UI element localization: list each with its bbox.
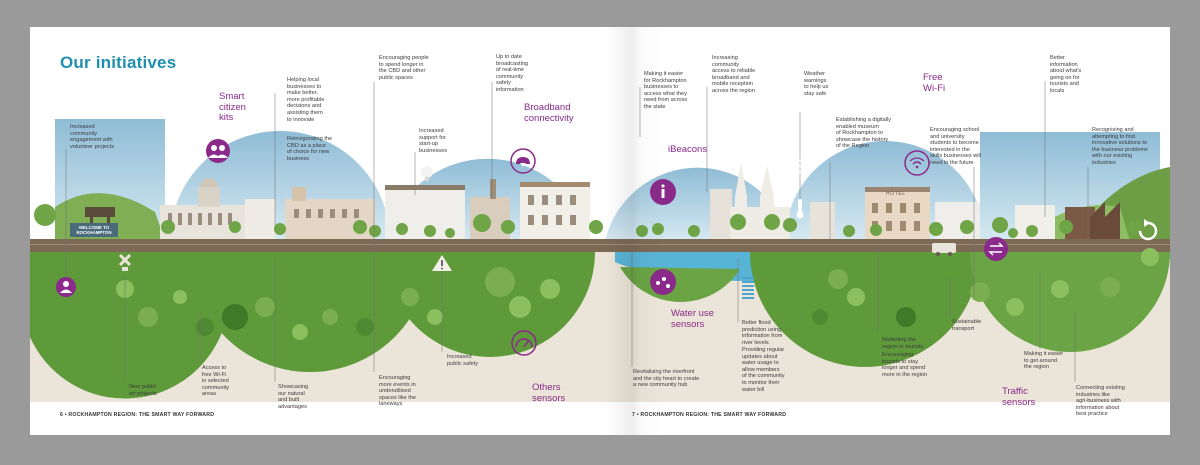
annotation-more-events: Encouraging more events in underutilised… — [379, 375, 417, 408]
bus — [932, 243, 956, 256]
road — [30, 239, 1170, 252]
annotation-sustainable-transport: Sustainable transport — [952, 319, 982, 332]
highlight-smart-citizen-kits: Smart citizen kits — [219, 91, 246, 123]
annotation-free-wifi-access: Access to free Wi-Fi in selected communi… — [202, 365, 230, 398]
annotation-reinvigorating-cbd: Reinvigorating the CBD as a place of cho… — [287, 136, 333, 162]
footer-right: 7 • ROCKHAMPTON REGION: THE SMART WAY FO… — [632, 412, 787, 418]
annotation-get-around: Making it easier to get around the regio… — [1024, 351, 1064, 371]
info-icon — [650, 179, 676, 205]
footer-left: 6 • ROCKHAMPTON REGION: THE SMART WAY FO… — [60, 412, 215, 418]
welcome-sign: WELCOME TO ROCKHAMPTON — [72, 225, 116, 235]
annotation-innovative-solutions: Recognising and attempting to find innov… — [1092, 127, 1148, 166]
annotation-flood-prediction: Better flood prediction using informatio… — [742, 320, 783, 346]
grass-trees — [116, 248, 1159, 340]
annotation-helping-local: Helping local businesses to make better,… — [287, 77, 325, 123]
refresh-icon — [1138, 219, 1158, 241]
lightbulb-icon — [421, 166, 433, 181]
cow-and-sign — [70, 207, 118, 237]
annotation-community-engagement: Increased community engagement with volu… — [70, 124, 115, 150]
annotation-weather-warnings: Weather warnings to help us stay safe — [804, 71, 829, 97]
annotation-encouraging-people: Encouraging people to spend longer in th… — [379, 55, 429, 81]
annotation-digital-museum: Establishing a digitally enabled museum … — [836, 117, 892, 150]
thermometer-icon — [796, 199, 804, 219]
traffic-arrows-icon — [984, 237, 1008, 261]
highlight-others-sensors: Others sensors — [532, 382, 566, 404]
page-title: Our initiatives — [60, 53, 177, 72]
annotation-easier-access: Making it easier for Rockhampton busines… — [644, 71, 688, 110]
people-icon — [206, 139, 230, 163]
water-waves-icon — [788, 156, 806, 174]
leader-lines — [65, 81, 1089, 382]
annotation-marketing-tourists: Marketing the region to tourists — [882, 337, 924, 350]
flood-gauge — [742, 277, 754, 299]
welcome-sign-line2: ROCKHAMPTON — [76, 230, 112, 235]
user-icon — [56, 277, 76, 297]
wifi-icon — [904, 150, 930, 176]
cloud-download-icon — [510, 148, 536, 174]
welcome-sign-line1: WELCOME TO — [78, 225, 110, 230]
landscape-illustration — [30, 81, 1170, 402]
brochure-spread: Our initiatives WELCOME TO ROCKHAMPTON H… — [30, 27, 1170, 435]
water-drops-icon — [650, 269, 676, 295]
annotation-riverfront: Revitalising the riverfront and the city… — [633, 369, 700, 389]
highlight-traffic-sensors: Traffic sensors — [1002, 386, 1036, 408]
highlight-free-wifi: Free Wi-Fi — [923, 72, 946, 94]
highlight-water-use-sensors: Water use sensors — [671, 308, 714, 330]
highlight-ibeacons: iBeacons — [668, 144, 708, 155]
tools-icon — [118, 253, 132, 271]
hotel-sign: HOTEL — [886, 191, 906, 197]
annotation-better-information: Better information about what's going on… — [1050, 55, 1082, 94]
bluetooth-icon — [621, 186, 630, 204]
annotation-public-art: New public art projects — [129, 384, 157, 397]
building-windows — [168, 195, 576, 225]
highlight-broadband: Broadband connectivity — [524, 102, 574, 124]
page-gutter-shadow — [605, 27, 665, 435]
annotation-water-usage: Providing regular updates about water us… — [742, 347, 785, 393]
gauge-icon — [511, 330, 537, 356]
annotation-school-students: Encouraging school and university studen… — [930, 127, 981, 166]
annotation-natural-built: Showcasing our natural and built advanta… — [278, 384, 309, 410]
annotation-encouraging-tourists: Encouraging tourists to stay longer and … — [882, 352, 928, 378]
warning-icon — [432, 255, 452, 271]
annotation-startup-support: Increased support for start-up businesse… — [419, 128, 447, 154]
annotation-safety-info: Up to date broadcasting of real-time com… — [496, 54, 529, 93]
annotation-public-safety: Increased public safety — [447, 354, 479, 367]
grass-domes — [30, 252, 1170, 399]
annotation-agri-business: Connecting existing industries like agri… — [1076, 385, 1125, 418]
annotation-reliable-broadband: Increasing community access to reliable … — [712, 55, 756, 94]
skyline-trees — [34, 204, 1142, 238]
